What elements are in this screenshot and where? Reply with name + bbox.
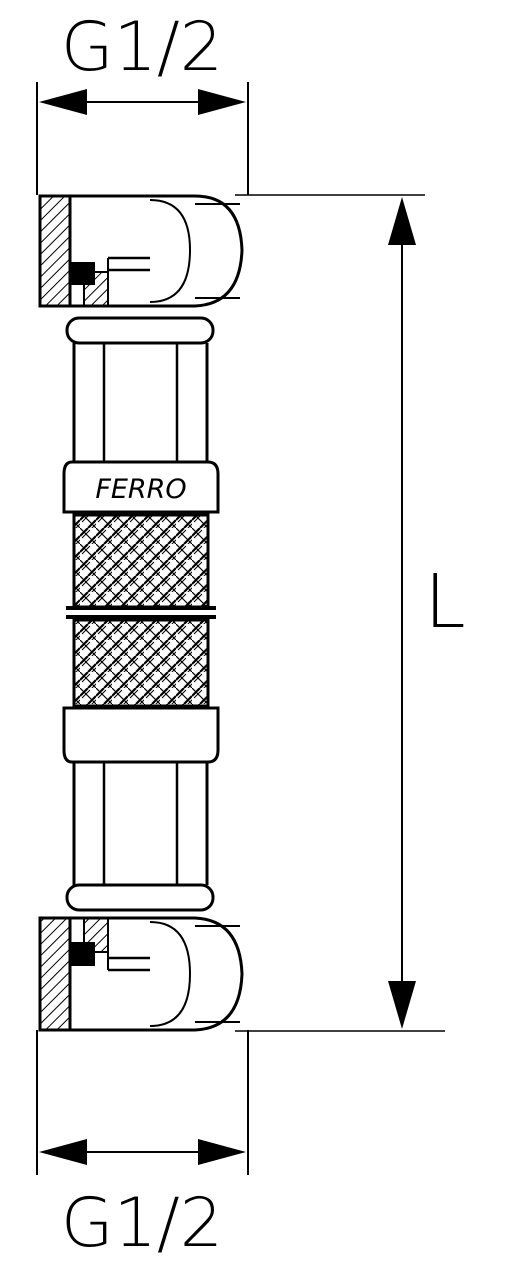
top-fitting [38,194,244,308]
bottom-fitting [38,916,244,1032]
arrow-left-icon [39,1139,87,1165]
arrow-left-icon [39,89,87,115]
top-thread-label: G1/2 [61,8,223,87]
top-collar [65,316,215,345]
arrow-right-icon [198,89,246,115]
bottom-thread-label: G1/2 [61,1184,223,1261]
arrow-down-icon [388,981,416,1029]
braided-hose-upper [72,513,210,609]
middle-band [66,606,216,619]
brand-ferrule: FERRO [62,460,220,514]
bottom-tube [72,762,209,885]
braided-hose-lower [72,618,210,708]
length-dimension: L [235,194,466,1032]
bottom-width-dimension: G1/2 [36,1030,249,1261]
arrow-right-icon [198,1139,246,1165]
bottom-collar [65,883,215,912]
brand-label: FERRO [95,474,186,505]
top-width-dimension: G1/2 [36,8,249,195]
arrow-up-icon [388,197,416,245]
length-label: L [424,559,465,645]
top-tube [72,343,209,462]
lower-ferrule [62,706,220,764]
